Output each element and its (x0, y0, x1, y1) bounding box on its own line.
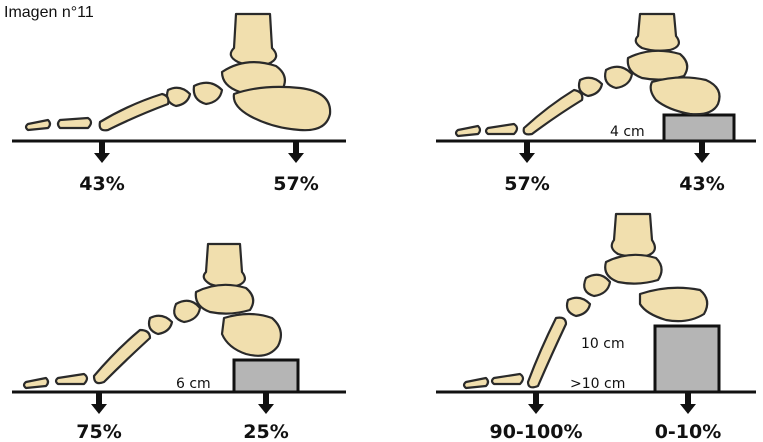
down-arrow-icon (519, 141, 535, 163)
panel-flat-foot: 43% 57% (12, 14, 346, 195)
down-arrow-icon (94, 141, 110, 163)
heel-block-label: 10 cm (581, 336, 625, 352)
down-arrow-icon (528, 392, 544, 414)
heel-load-label: 43% (679, 173, 724, 195)
heel-block-label: 6 cm (176, 376, 211, 392)
toe-load-label: 43% (79, 173, 124, 195)
heel-block (655, 326, 719, 392)
toe-load-label: 75% (76, 421, 121, 442)
panel-heel-6cm: 6 cm 75% 25% (12, 244, 346, 442)
down-arrow-icon (680, 392, 696, 414)
toe-load-label: 57% (504, 173, 549, 195)
down-arrow-icon (288, 141, 304, 163)
heel-block (234, 360, 298, 392)
heel-block-extra-label: >10 cm (570, 376, 625, 392)
panel-heel-10cm: 10 cm >10 cm 90-100% 0-10% (436, 214, 756, 442)
heel-load-label: 57% (273, 173, 318, 195)
down-arrow-icon (91, 392, 107, 414)
toe-load-label: 90-100% (489, 421, 582, 442)
heel-block-label: 4 cm (610, 124, 645, 140)
heel-block (664, 115, 734, 141)
foot-skeleton-icon (26, 14, 330, 130)
panel-heel-4cm: 4 cm 57% 43% (436, 14, 756, 195)
heel-load-label: 25% (243, 421, 288, 442)
heel-load-label: 0-10% (655, 421, 722, 442)
down-arrow-icon (258, 392, 274, 414)
down-arrow-icon (694, 141, 710, 163)
